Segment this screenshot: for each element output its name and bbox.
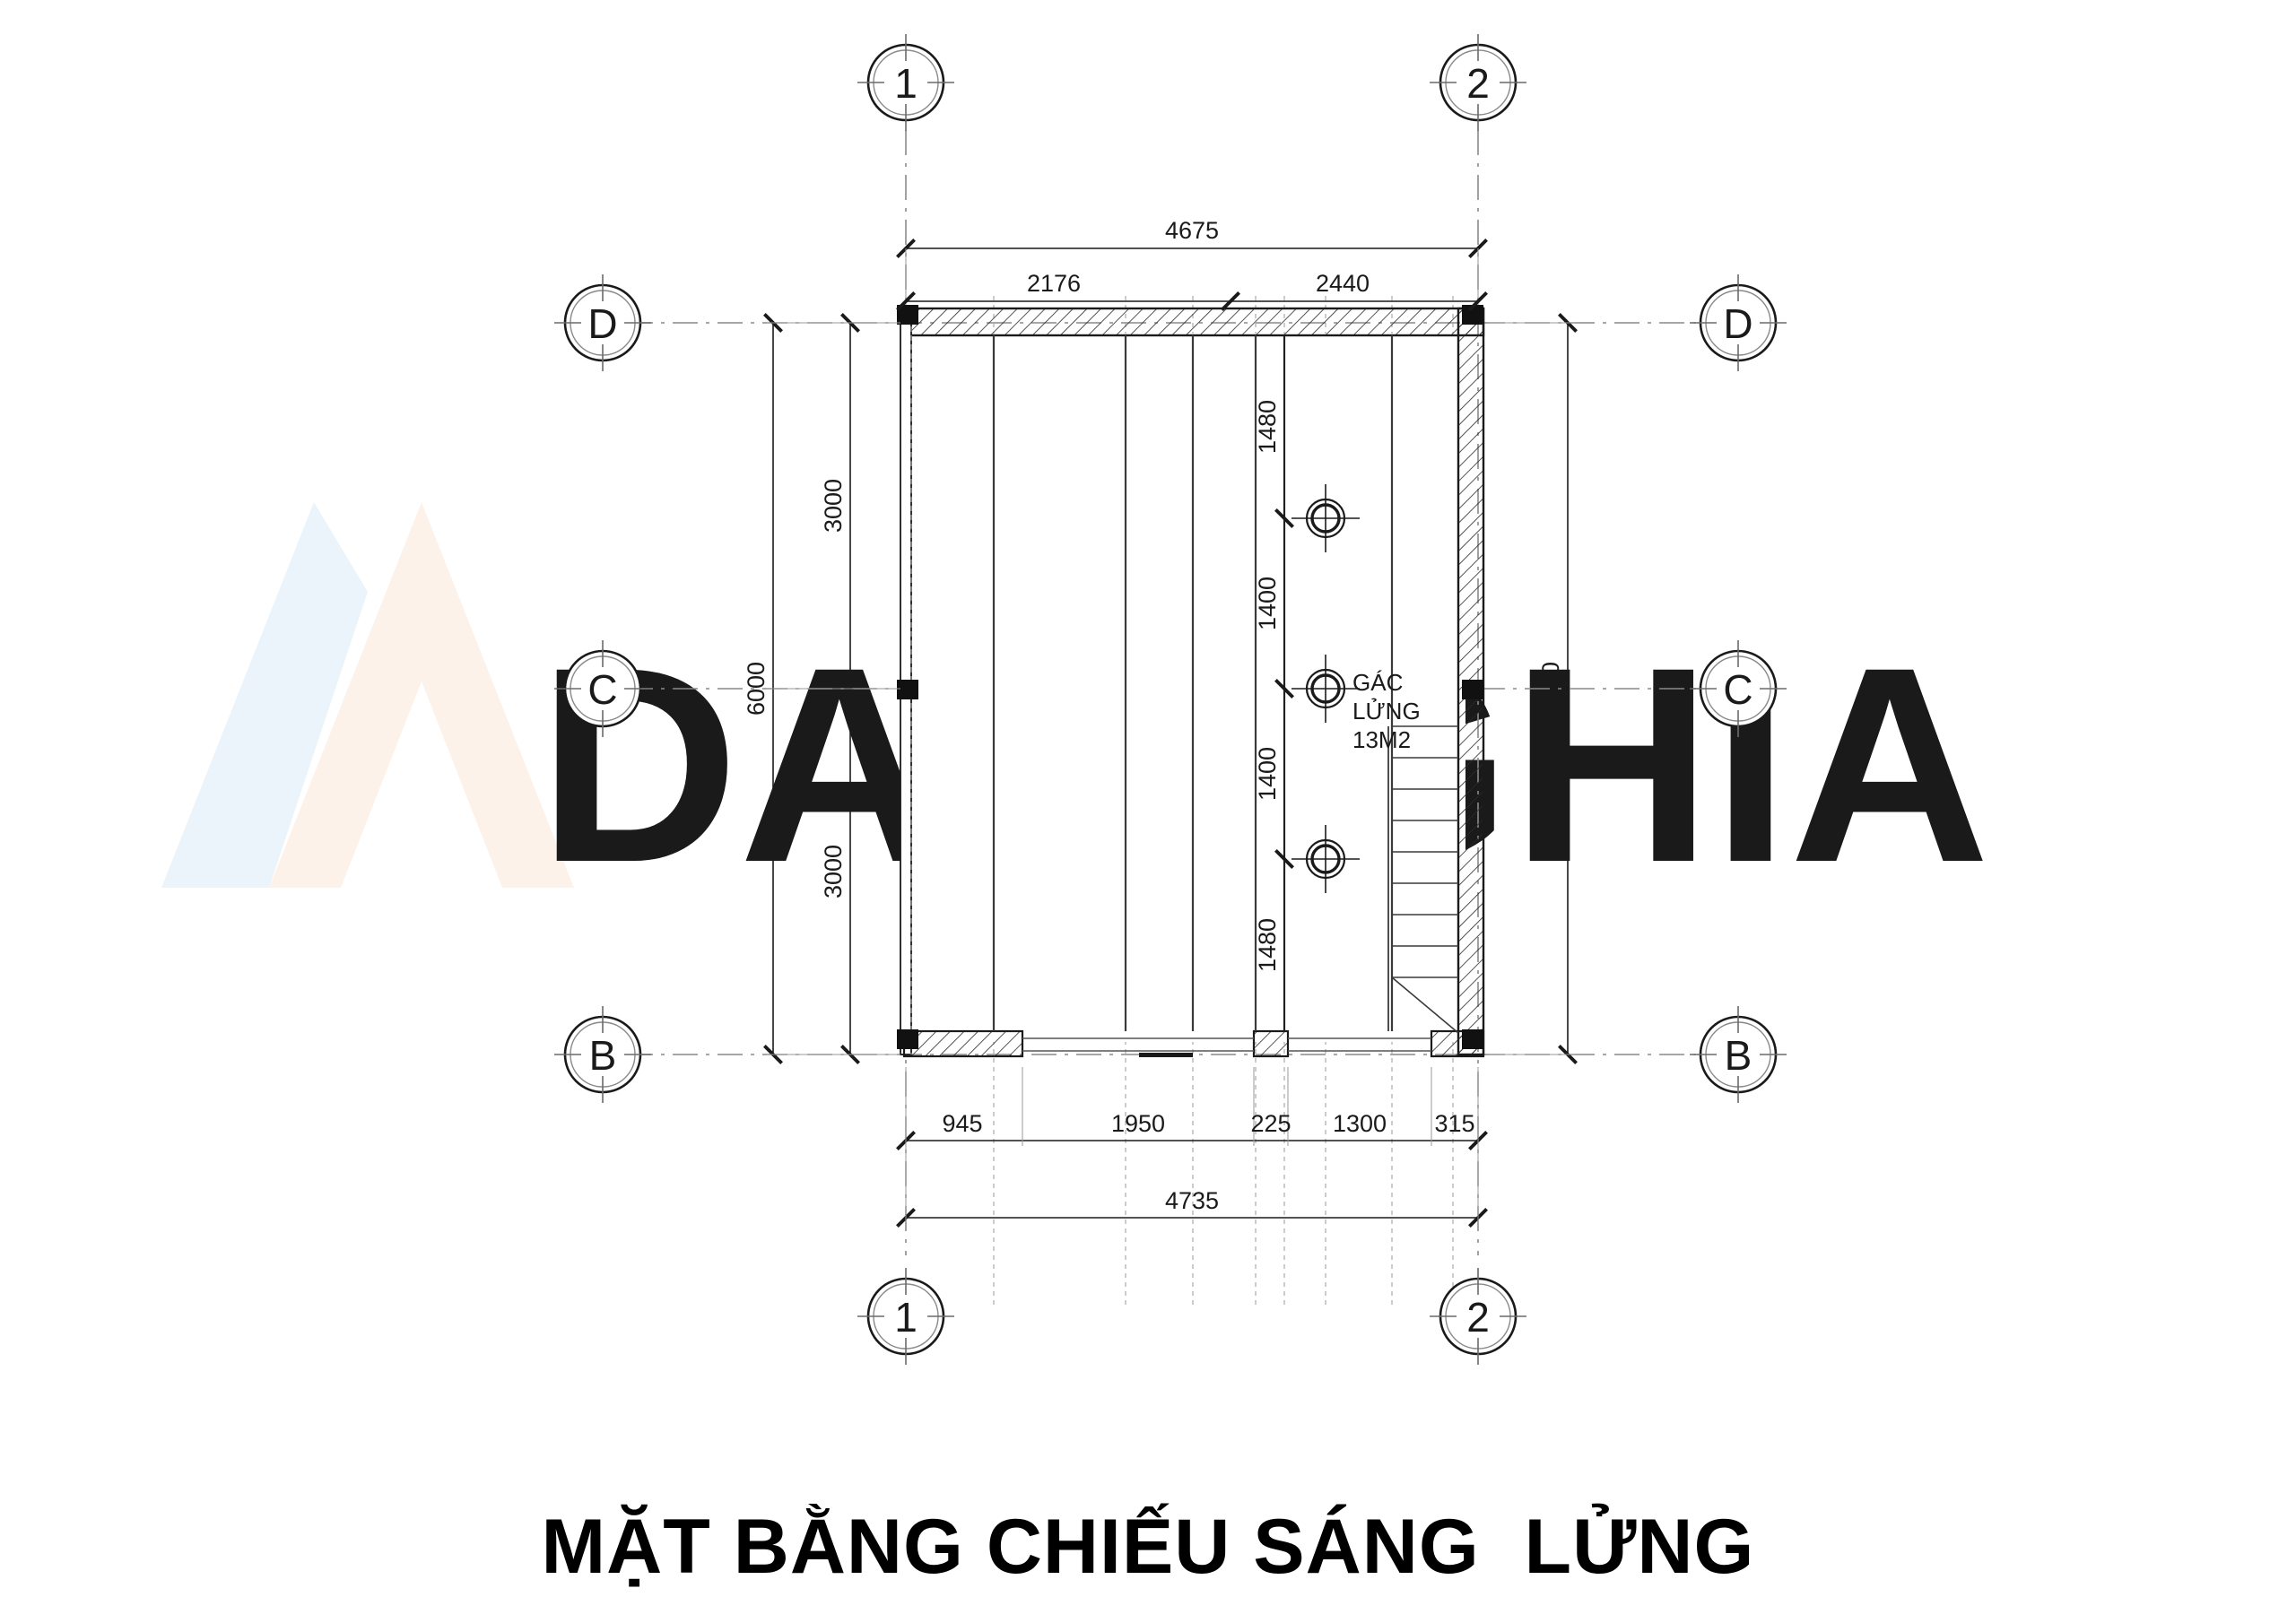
grid-bubble-right-C[interactable]: C	[1690, 640, 1787, 737]
dim-bottom-overall: 4735	[1165, 1187, 1219, 1214]
drawing-title: MẶT BẰNG CHIẾU SÁNG LỬNG	[541, 1504, 1755, 1590]
wall-bottom-segment-mid	[1252, 1029, 1290, 1058]
grid-bubble-bottom-1[interactable]: 1	[857, 1268, 954, 1365]
grid-bubble-label: B	[589, 1032, 617, 1079]
wall-top	[902, 307, 1485, 337]
dim-interior-1480-bottom: 1480	[1254, 918, 1281, 972]
column-B1	[897, 1029, 918, 1049]
grid-bubble-left-B[interactable]: B	[554, 1006, 651, 1103]
grid-bubble-label: 1	[894, 1294, 918, 1341]
grid-bubble-label: D	[1723, 300, 1752, 347]
dim-bottom-945: 945	[942, 1110, 982, 1137]
ceiling-light-fixture[interactable]	[1292, 655, 1360, 723]
dim-left-3000-lower: 3000	[820, 845, 847, 898]
grid-bubble-label: C	[587, 666, 617, 713]
dimension-top	[896, 239, 1488, 311]
wall-bottom-segment-left	[902, 1029, 1024, 1058]
dim-left-3000-upper: 3000	[820, 479, 847, 533]
grid-bubble-right-D[interactable]: D	[1690, 274, 1787, 371]
column-C1	[897, 680, 918, 699]
dim-interior-1400-upper: 1400	[1254, 577, 1281, 630]
room-label-line2: LỬNG	[1352, 697, 1421, 725]
grid-bubble-label: C	[1723, 666, 1752, 713]
light-fixtures	[1292, 484, 1360, 893]
dim-top-2440: 2440	[1316, 270, 1370, 297]
watermark-logo-triangle	[269, 502, 574, 888]
dim-top-2176: 2176	[1027, 270, 1081, 297]
dim-bottom-225: 225	[1250, 1110, 1291, 1137]
dimension-right	[1489, 313, 1578, 1064]
column-B2	[1462, 1029, 1483, 1049]
grid-bubble-label: D	[587, 300, 617, 347]
dim-bottom-1300: 1300	[1333, 1110, 1387, 1137]
column-D1	[897, 305, 918, 325]
dim-bottom-1950: 1950	[1111, 1110, 1165, 1137]
watermark-logo-slash	[161, 502, 368, 888]
grid-bubble-label: 1	[894, 60, 918, 107]
dimension-left	[763, 313, 900, 1064]
dim-interior-1480-top: 1480	[1254, 400, 1281, 454]
floor-area	[909, 334, 1465, 1042]
room-label: GÁC LỬNG 13M2	[1352, 669, 1421, 753]
dim-left-overall: 6000	[743, 662, 770, 716]
room-label-line1: GÁC	[1352, 669, 1403, 696]
column-D2	[1462, 305, 1483, 325]
column-C2	[1462, 680, 1483, 699]
grid-bubble-left-C[interactable]: C	[554, 640, 651, 737]
dim-right-overall: 6000	[1537, 662, 1564, 716]
ceiling-light-fixture[interactable]	[1292, 825, 1360, 893]
staircase	[1387, 725, 1459, 1034]
room-label-line3: 13M2	[1352, 726, 1411, 753]
grid-bubble-label: 2	[1466, 1294, 1490, 1341]
bottom-opening-lines	[1022, 1037, 1431, 1052]
building-shell	[897, 305, 1485, 1058]
dim-interior-1400-lower: 1400	[1254, 747, 1281, 801]
ceiling-light-fixture[interactable]	[1292, 484, 1360, 552]
door-threshold	[1139, 1053, 1193, 1057]
grid-bubble-right-B[interactable]: B	[1690, 1006, 1787, 1103]
dim-top-overall: 4675	[1165, 217, 1219, 244]
grid-bubble-left-D[interactable]: D	[554, 274, 651, 371]
grid-bubble-label: B	[1725, 1032, 1752, 1079]
stair-break-line	[1391, 976, 1459, 1034]
grid-bubble-top-2[interactable]: 2	[1430, 34, 1526, 131]
grid-bubble-top-1[interactable]: 1	[857, 34, 954, 131]
grid-bubble-bottom-2[interactable]: 2	[1430, 1268, 1526, 1365]
dimension-bottom	[896, 1067, 1488, 1228]
grid-bubble-label: 2	[1466, 60, 1490, 107]
dim-bottom-315: 315	[1434, 1110, 1474, 1137]
